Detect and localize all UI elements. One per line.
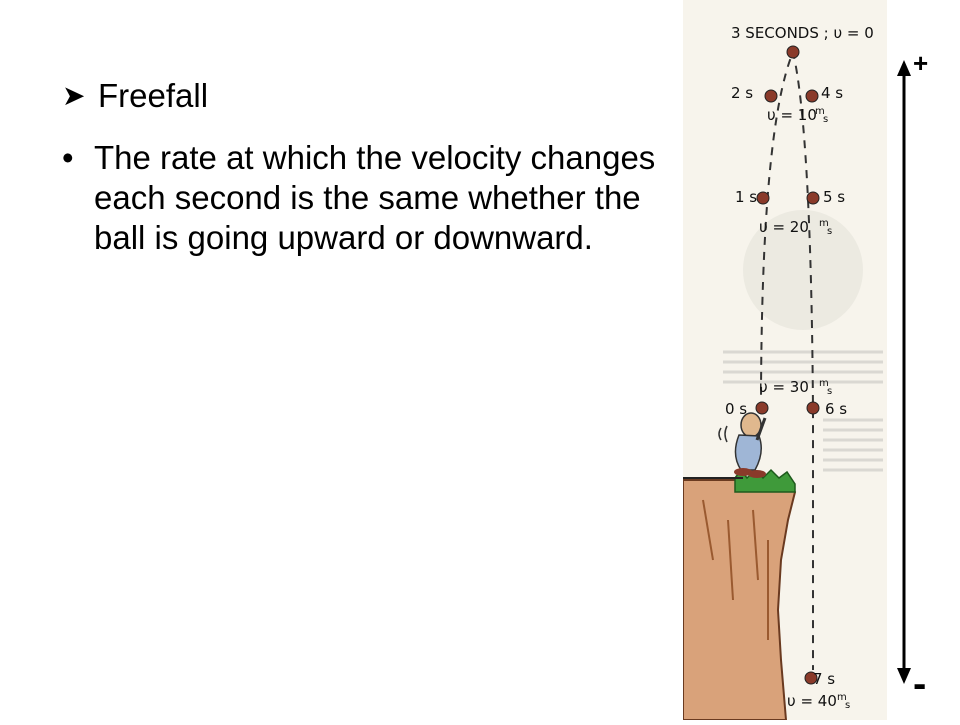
bullet-row: • The rate at which the velocity changes…: [62, 138, 682, 258]
label-4s: 4 s: [821, 84, 843, 102]
ball-1s: [756, 191, 770, 205]
ball-5s: [806, 191, 820, 205]
unit-m-30: m: [819, 378, 829, 389]
unit-s-40: s: [845, 700, 850, 711]
label-7s: 7 s: [813, 670, 835, 688]
label-0s: 0 s: [725, 400, 747, 418]
unit-labels: m s m s m s m s: [815, 106, 850, 711]
figure-labels: 3 SECONDS ; υ = 0 2 s 4 s υ = 10 1 s 5 s…: [725, 24, 874, 710]
label-6s: 6 s: [825, 400, 847, 418]
freefall-figure: 3 SECONDS ; υ = 0 2 s 4 s υ = 10 1 s 5 s…: [683, 0, 887, 720]
ball-6s: [806, 401, 820, 415]
faded-book-text: [723, 350, 883, 472]
label-v40: υ = 40: [787, 692, 837, 710]
label-5s: 5 s: [823, 188, 845, 206]
unit-s-10: s: [823, 114, 828, 125]
freefall-illustration: 3 SECONDS ; υ = 0 2 s 4 s υ = 10 1 s 5 s…: [683, 0, 887, 720]
direction-arrow: [897, 60, 911, 684]
unit-m-10: m: [815, 106, 825, 117]
label-2s: 2 s: [731, 84, 753, 102]
slide-text: ➤ Freefall • The rate at which the veloc…: [62, 74, 682, 258]
label-1s: 1 s: [735, 188, 757, 206]
ball-4s: [805, 89, 819, 103]
direction-axis: + -: [887, 0, 960, 720]
cliff: [683, 479, 797, 720]
unit-m-20: m: [819, 218, 829, 229]
balls: [755, 45, 820, 685]
ball-0s: [755, 401, 769, 415]
faded-circle: [743, 210, 863, 330]
cliff-lines: [702, 499, 769, 640]
unit-s-30: s: [827, 386, 832, 397]
plus-sign: +: [913, 48, 929, 78]
bullet-text: The rate at which the velocity changes e…: [94, 139, 656, 256]
ball-2s: [764, 89, 778, 103]
thrower-figure: [718, 412, 767, 478]
ball-7s: [804, 671, 818, 685]
arrow-bullet-icon: ➤: [62, 80, 86, 111]
heading-row: ➤ Freefall: [62, 74, 682, 118]
label-v20: υ = 20: [759, 218, 809, 236]
axis-arrowhead-up: [897, 60, 911, 76]
bullet-dot-icon: •: [62, 139, 74, 176]
unit-s-20: s: [827, 226, 832, 237]
unit-m-40: m: [837, 692, 847, 703]
slide-heading: Freefall: [98, 77, 209, 114]
top-label: 3 SECONDS ; υ = 0: [731, 24, 874, 42]
axis-arrowhead-down: [897, 668, 911, 684]
ball-3s: [786, 45, 800, 59]
label-v30: υ = 30: [759, 378, 809, 396]
label-v10: υ = 10: [767, 106, 817, 124]
minus-sign: -: [913, 662, 927, 706]
